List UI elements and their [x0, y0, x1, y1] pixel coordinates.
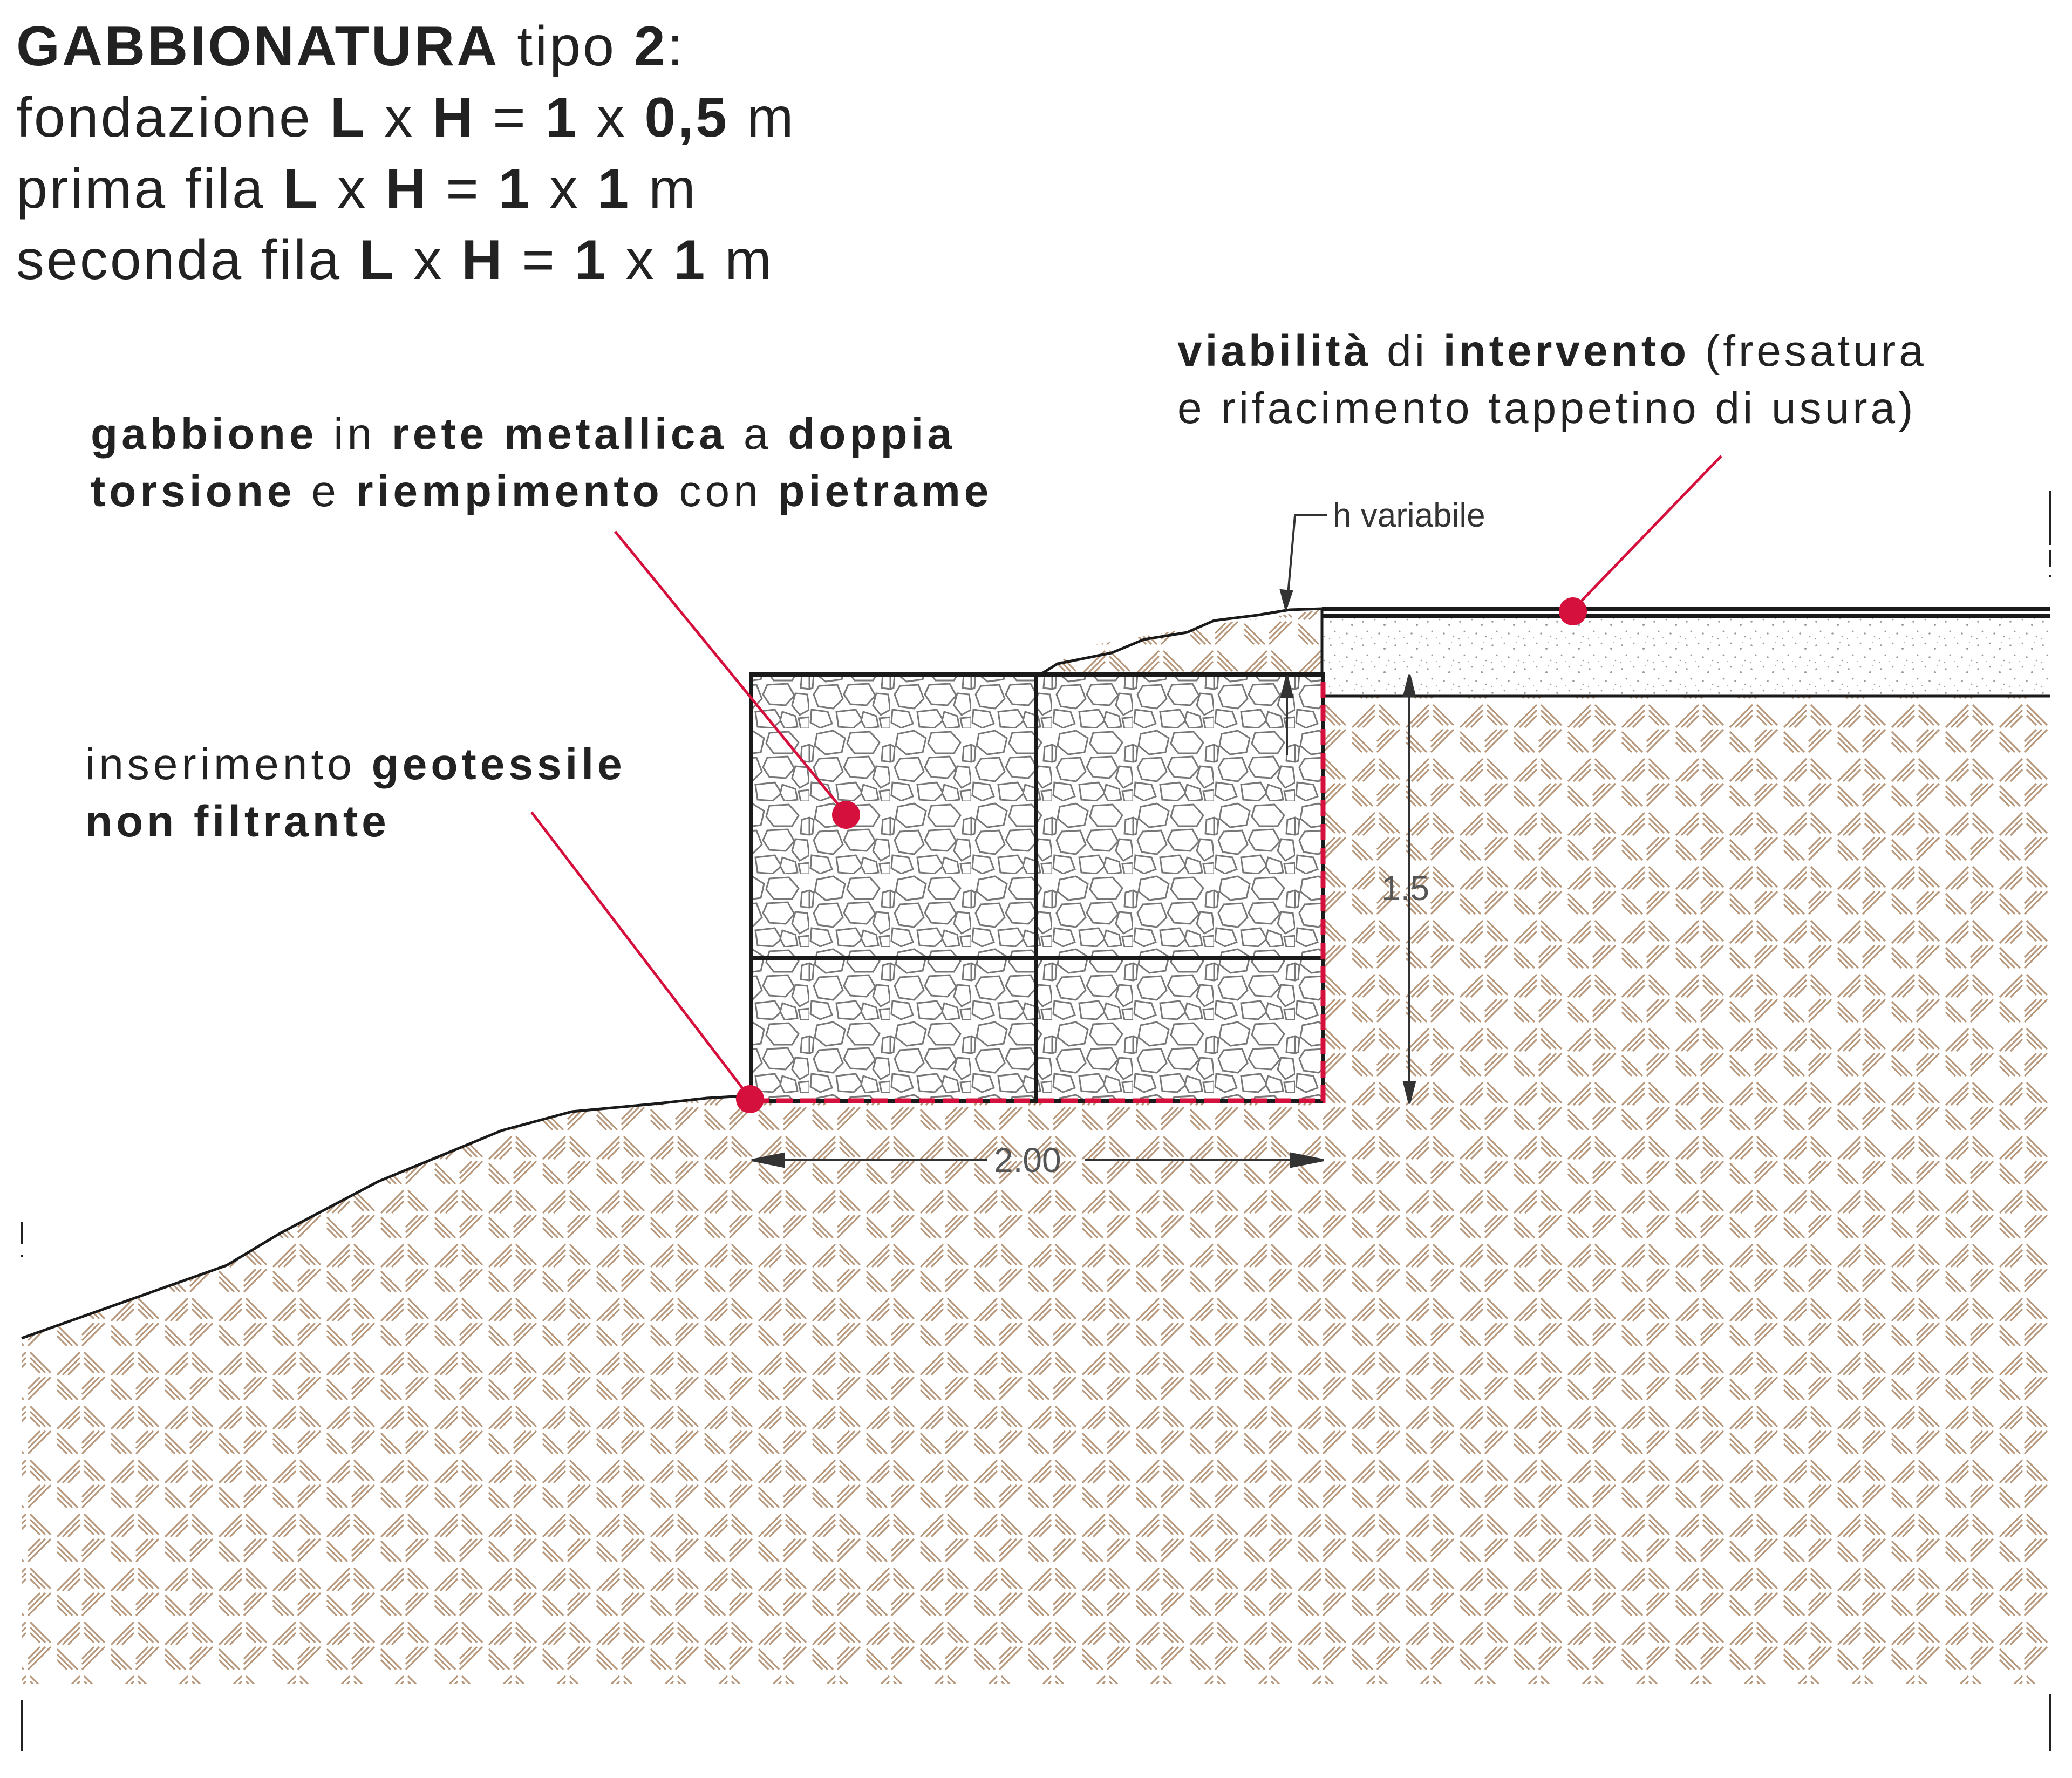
road-lines — [1320, 607, 2050, 698]
callout-geotessile: inserimento geotessile non filtrante — [85, 736, 626, 850]
text-run: GABBIONATURA — [16, 15, 500, 78]
gabion-cages — [749, 672, 1325, 1103]
text-run: L — [330, 86, 367, 149]
text-run: H — [461, 229, 505, 291]
ground-profile-upper — [1035, 607, 1323, 679]
h-variabile-leader — [1279, 514, 1327, 755]
text-run: = — [475, 86, 546, 149]
callout-geotessile-line-1: inserimento geotessile — [85, 736, 626, 793]
callout-gabbione: gabbione in rete metallica a doppia tors… — [91, 406, 992, 520]
text-run: inserimento — [85, 740, 372, 789]
callout-viabilita-line-1: viabilità di intervento (fresatura — [1177, 323, 1927, 380]
width-dimension-label: 2.00 — [994, 1141, 1061, 1180]
text-run: 1 — [597, 158, 631, 220]
soil-hatch-top — [1036, 610, 1322, 680]
text-run: e rifacimento tappetino di usura) — [1177, 384, 1917, 433]
text-run: prima fila — [16, 158, 283, 220]
text-run: rete metallica — [391, 410, 728, 459]
callout-gabbione-line-1: gabbione in rete metallica a doppia — [91, 406, 992, 463]
text-run: 2 — [633, 15, 667, 78]
h-variabile-label: h variabile — [1333, 497, 1485, 534]
text-run: in — [317, 410, 392, 459]
text-run: viabilità — [1177, 326, 1372, 376]
geotextile-line — [753, 675, 1326, 1103]
text-run: x — [578, 86, 645, 149]
text-run: tipo — [499, 15, 634, 78]
text-run: = — [428, 158, 499, 220]
text-run: m — [707, 229, 774, 291]
text-run: doppia — [788, 410, 956, 459]
text-run: torsione — [91, 467, 296, 516]
text-run: non filtrante — [85, 797, 390, 846]
height-dimension-label: 1.5 — [1381, 869, 1429, 908]
text-run: H — [432, 86, 475, 149]
height-dimension — [1402, 674, 1416, 1104]
text-run: geotessile — [371, 740, 626, 789]
text-run: con — [663, 467, 778, 516]
text-run: seconda fila — [16, 229, 359, 291]
title-line-1: GABBIONATURA tipo 2: — [16, 11, 796, 82]
text-run: intervento — [1443, 326, 1690, 376]
text-run: di — [1371, 326, 1443, 376]
text-run: L — [283, 158, 320, 220]
text-run: x — [608, 229, 674, 291]
title-line-2: fondazione L x H = 1 x 0,5 m — [16, 82, 796, 153]
callout-viabilita-line-2: e rifacimento tappetino di usura) — [1177, 380, 1927, 437]
text-run: fondazione — [16, 86, 330, 149]
callout-viabilita: viabilità di intervento (fresatura e rif… — [1177, 323, 1927, 437]
dot-geotessile — [736, 1085, 764, 1113]
callout-dots — [736, 597, 1587, 1113]
text-run: H — [385, 158, 428, 220]
title-line-3: prima fila L x H = 1 x 1 m — [16, 153, 796, 224]
callout-geotessile-line-2: non filtrante — [85, 793, 626, 850]
text-run: m — [631, 158, 698, 220]
callout-gabbione-line-2: torsione e riempimento con pietrame — [91, 463, 992, 520]
text-run: (fresatura — [1689, 326, 1927, 376]
dot-gabbione — [832, 801, 860, 829]
text-run: 1 — [673, 229, 707, 291]
text-run: = — [504, 229, 575, 291]
text-run: m — [728, 86, 796, 149]
text-run: x — [396, 229, 462, 291]
text-run: gabbione — [91, 410, 318, 459]
road-base — [1322, 616, 2050, 696]
text-run: x — [531, 158, 598, 220]
ground-profile — [21, 1094, 753, 1340]
text-run: riempimento — [356, 467, 663, 516]
text-run: pietrame — [778, 467, 993, 516]
text-run: 1 — [498, 158, 532, 220]
text-run: x — [319, 158, 386, 220]
text-run: e — [295, 467, 356, 516]
title-line-4: seconda fila L x H = 1 x 1 m — [16, 224, 796, 296]
text-run: x — [366, 86, 433, 149]
width-dimension — [751, 1152, 1324, 1168]
text-run: a — [727, 410, 788, 459]
text-run: : — [667, 15, 685, 78]
text-run: 1 — [545, 86, 579, 149]
section-markers — [21, 491, 2051, 1751]
soil-hatch-area — [22, 696, 2050, 1684]
callout-leaders — [530, 455, 1722, 1099]
dot-viabilita — [1559, 597, 1587, 625]
title-block: GABBIONATURA tipo 2: fondazione L x H = … — [16, 11, 796, 296]
text-run: 1 — [574, 229, 608, 291]
text-run: 0,5 — [644, 86, 729, 149]
text-run: L — [359, 229, 396, 291]
